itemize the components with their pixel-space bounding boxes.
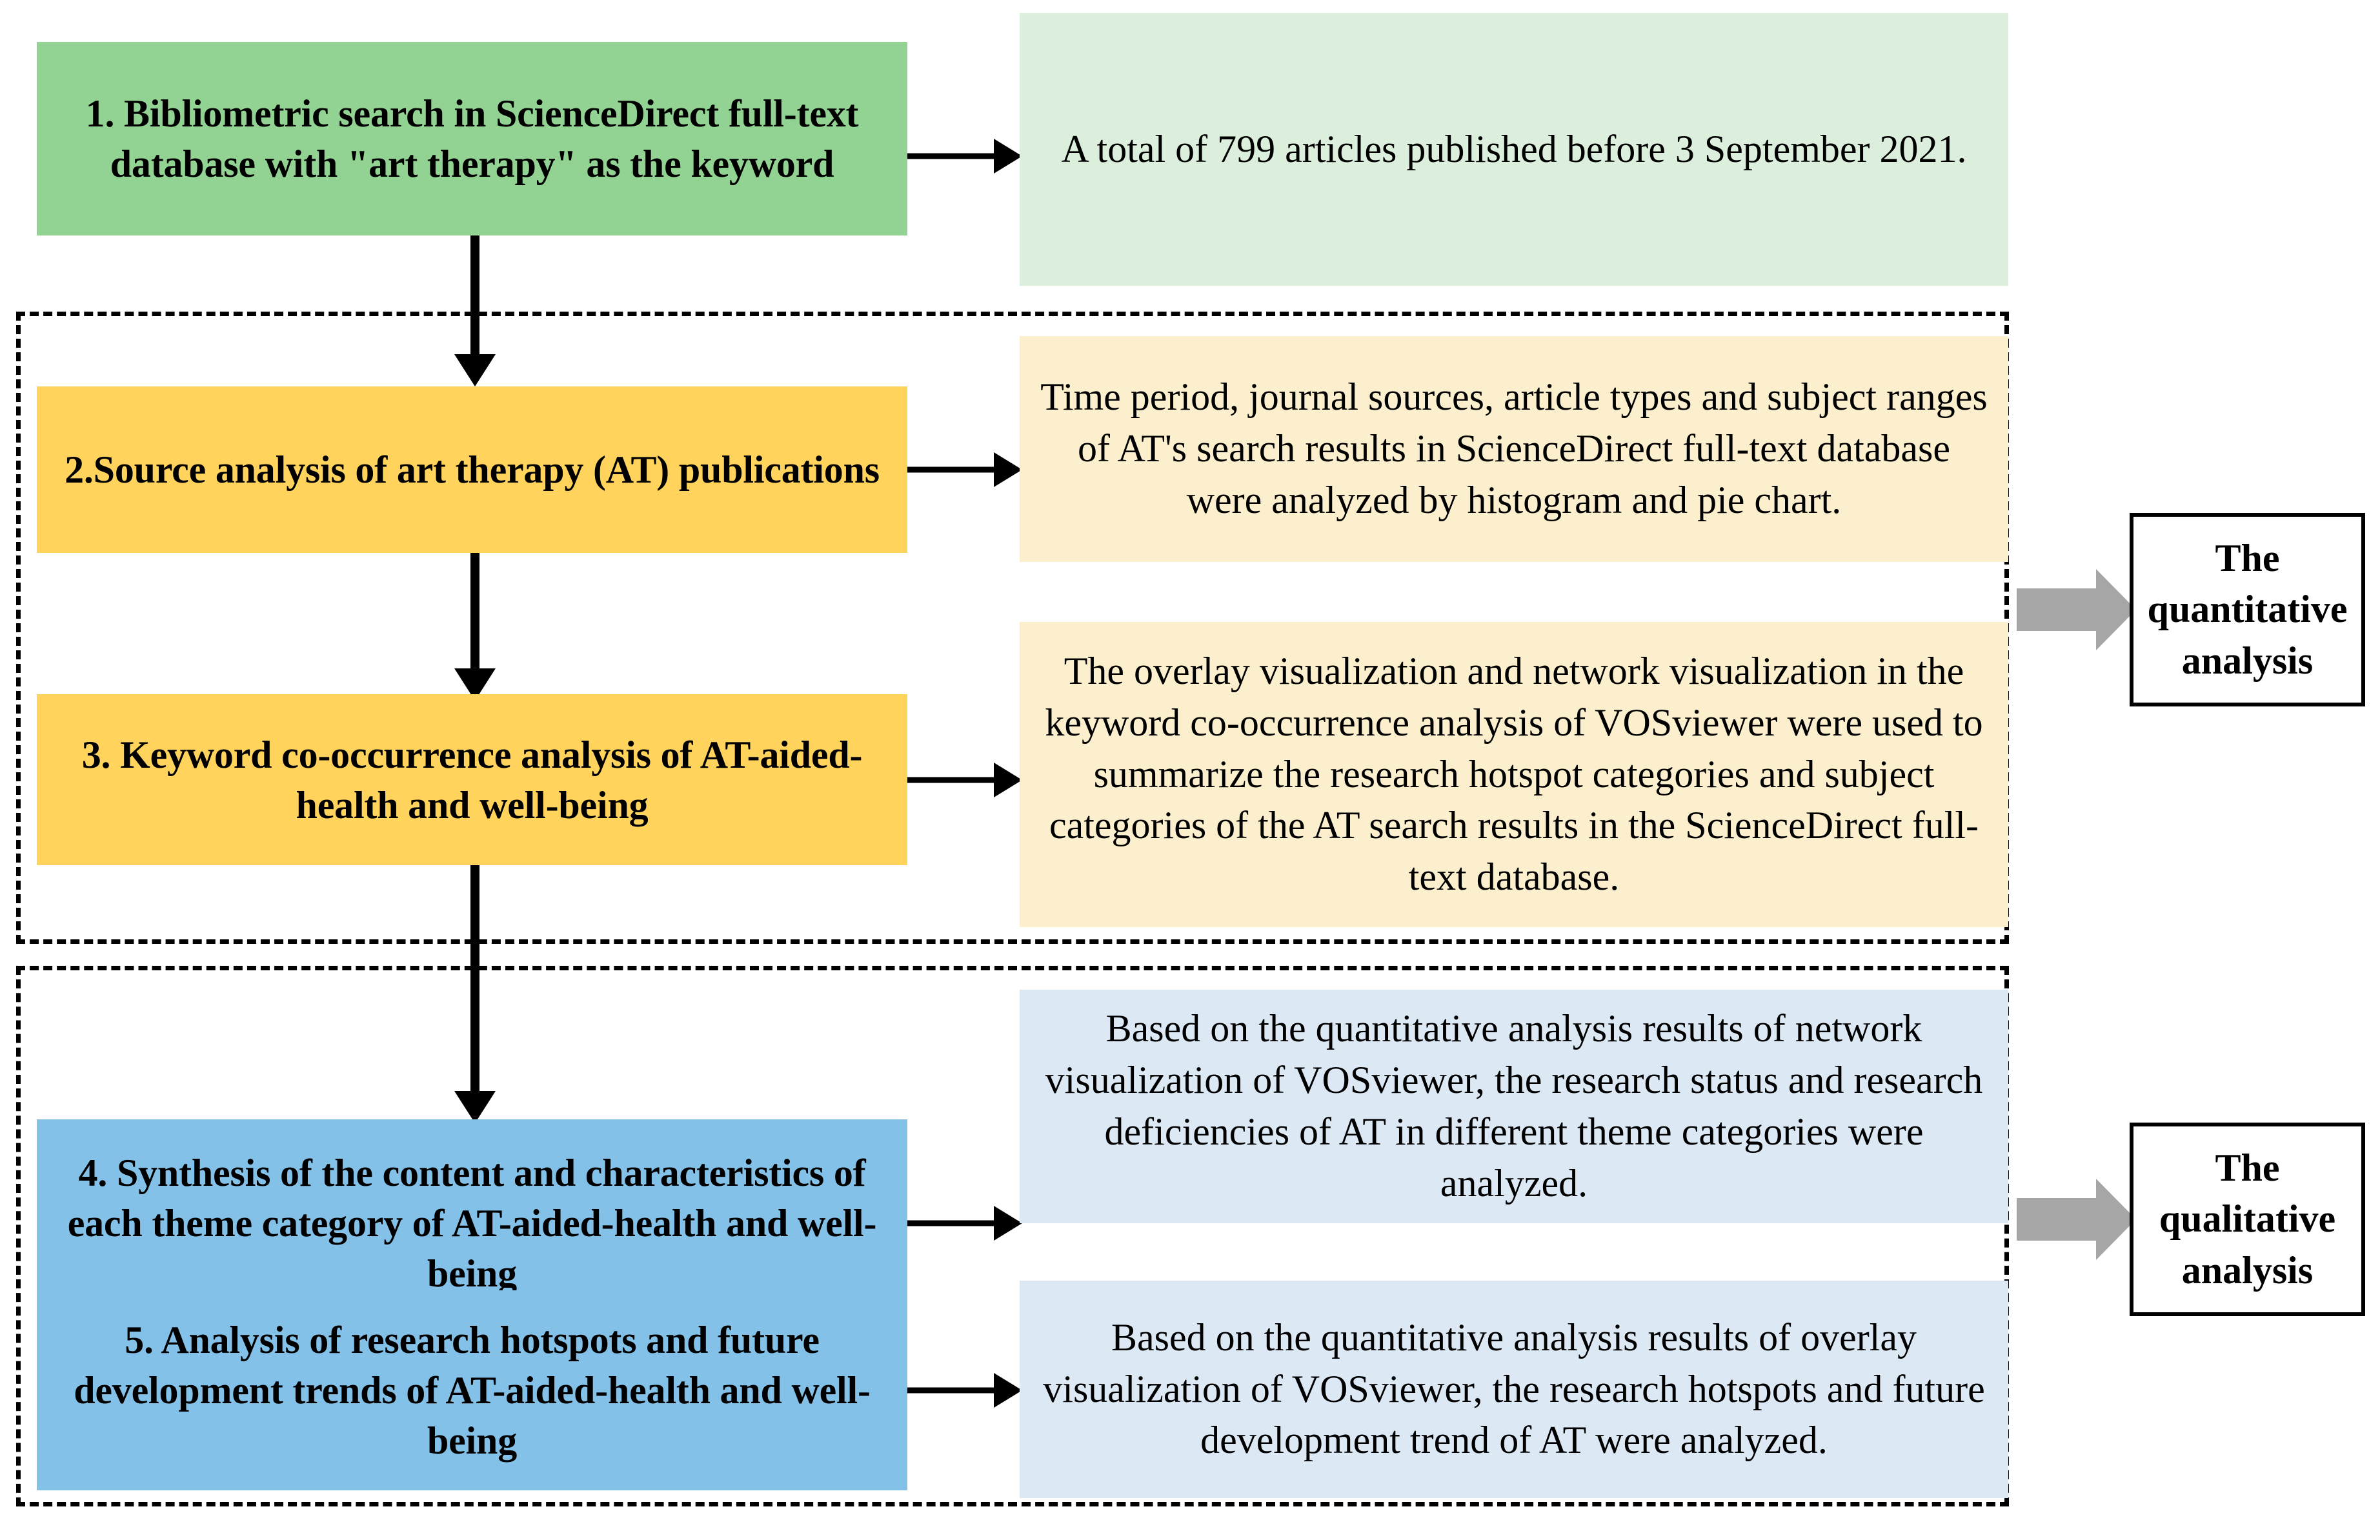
- summary-box-quantitative[interactable]: The quantitative analysis: [2130, 513, 2365, 706]
- arrow-step-2-to-outcome-2: [907, 452, 1022, 487]
- step-box-5[interactable]: 5. Analysis of research hotspots and fut…: [37, 1290, 907, 1490]
- arrow-step-3-to-step-4: [452, 865, 498, 1123]
- step-box-1[interactable]: 1. Bibliometric search in ScienceDirect …: [37, 42, 907, 235]
- arrow-step-1-to-outcome-1: [907, 139, 1022, 174]
- grey-arrow-to-quantitative-summary: [2017, 568, 2136, 652]
- arrow-step-4-to-outcome-4: [907, 1206, 1022, 1241]
- arrow-step-2-to-step-3: [452, 553, 498, 701]
- step-box-2[interactable]: 2.Source analysis of art therapy (AT) pu…: [37, 386, 907, 553]
- outcome-box-4[interactable]: Based on the quantitative analysis resul…: [1020, 990, 2008, 1223]
- outcome-box-5[interactable]: Based on the quantitative analysis resul…: [1020, 1281, 2008, 1498]
- arrow-step-1-to-step-2: [452, 235, 498, 386]
- summary-box-qualitative[interactable]: The qualitative analysis: [2130, 1123, 2365, 1316]
- step-box-3[interactable]: 3. Keyword co-occurrence analysis of AT-…: [37, 694, 907, 865]
- outcome-box-2[interactable]: Time period, journal sources, article ty…: [1020, 336, 2008, 562]
- outcome-box-1[interactable]: A total of 799 articles published before…: [1020, 13, 2008, 286]
- grey-arrow-to-qualitative-summary: [2017, 1177, 2136, 1261]
- arrow-step-5-to-outcome-5: [907, 1373, 1022, 1408]
- outcome-box-3[interactable]: The overlay visualization and network vi…: [1020, 622, 2008, 927]
- qualitative-group-region: [16, 966, 2009, 1506]
- arrow-step-3-to-outcome-3: [907, 763, 1022, 797]
